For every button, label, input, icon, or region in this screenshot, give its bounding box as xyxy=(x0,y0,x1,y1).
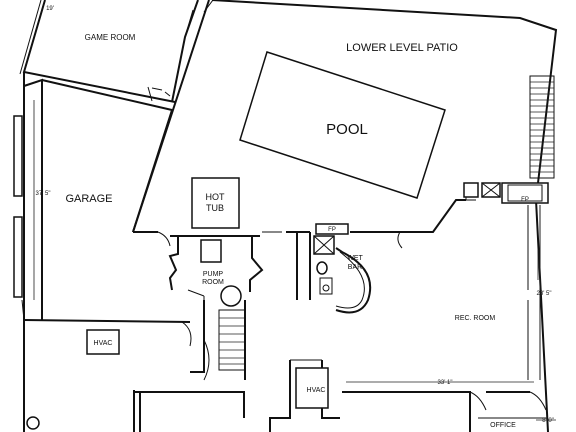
interior-wall-line xyxy=(133,231,400,247)
dimension-lines xyxy=(33,100,556,421)
pool-label: POOL xyxy=(326,121,368,138)
hot-tub xyxy=(191,177,240,229)
bar-fireplace-box xyxy=(315,223,349,235)
pool xyxy=(239,51,446,199)
hot-tub-label-1: HOT xyxy=(206,192,226,202)
garage-window-1 xyxy=(13,115,23,197)
pump-room xyxy=(168,236,264,373)
rec-room-label: REC. ROOM xyxy=(455,315,496,322)
hvac-center-unit xyxy=(295,367,329,409)
game-room-dimension: 19' xyxy=(46,6,54,12)
hot-tub-label-2: TUB xyxy=(206,203,224,213)
office-label: OFFICE xyxy=(490,422,516,429)
garage-window-2 xyxy=(13,216,23,298)
fp-bar-label: FP xyxy=(328,227,336,233)
pump-room-label-1: PUMP xyxy=(203,271,224,278)
game-room-label: GAME ROOM xyxy=(85,33,136,42)
water-heater xyxy=(26,416,40,430)
hvac-center-label: HVAC xyxy=(307,387,326,394)
rec-room-width-dimension: 33' 1" xyxy=(438,380,453,386)
wet-bar-label-1: WET xyxy=(347,255,363,262)
hvac-garage-label: HVAC xyxy=(94,340,113,347)
lower-walls xyxy=(133,390,547,432)
hvac-center-room xyxy=(269,359,340,432)
office-dimension: 8' 0" xyxy=(542,418,554,424)
pump-room-label-2: ROOM xyxy=(202,279,224,286)
game-room-walls xyxy=(19,0,214,103)
exterior-stairs xyxy=(529,75,555,179)
center-stairs xyxy=(203,300,246,381)
hvac-garage-unit xyxy=(86,329,120,355)
wet-bar-label-2: BAR xyxy=(348,264,362,271)
right-fireplace xyxy=(463,182,549,204)
fp-right-label: FP xyxy=(521,197,529,203)
garage-label: GARAGE xyxy=(65,193,112,205)
garage-walls xyxy=(13,72,192,432)
garage-dimension: 37' 5" xyxy=(36,191,51,197)
pump-equipment xyxy=(200,239,222,263)
patio-label: LOWER LEVEL PATIO xyxy=(346,42,458,54)
rec-room-depth-dimension: 28' 5" xyxy=(537,291,552,297)
wet-bar xyxy=(296,223,372,314)
pump-tank xyxy=(220,285,242,307)
